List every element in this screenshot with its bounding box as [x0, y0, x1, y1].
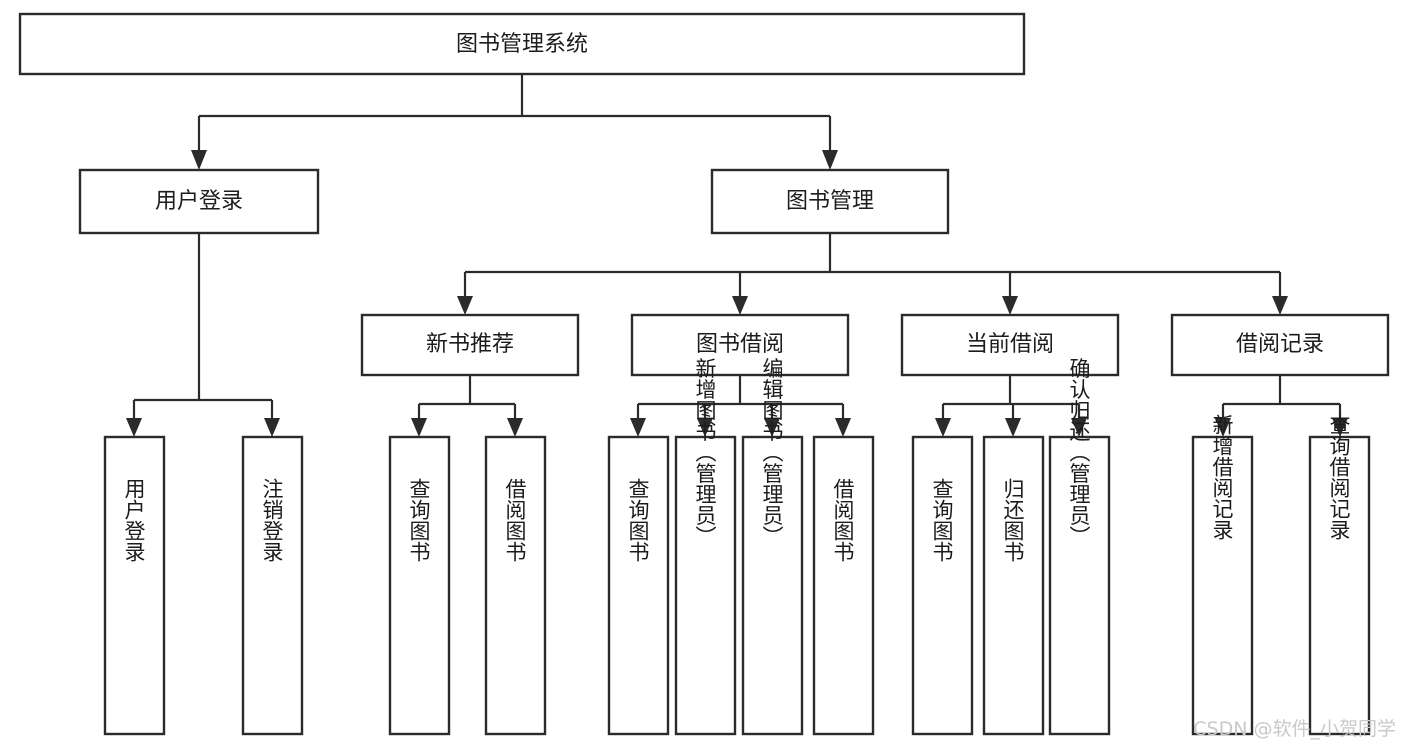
leaf-new-book-query[interactable]: 查询图书 — [388, 435, 451, 736]
leaf-book-borrow-borrow-box[interactable] — [812, 435, 875, 736]
arrow-head-borrow-record-leaf-2 — [1332, 418, 1348, 437]
leaf-new-book-borrow-box[interactable] — [484, 435, 547, 736]
arrow-head-new-book — [457, 296, 473, 315]
leaf-new-book-borrow-label: 借阅图书 — [503, 478, 527, 562]
arrow-head-new-book-leaf-1 — [411, 418, 427, 437]
node-current-borrow-box[interactable] — [900, 313, 1120, 377]
leaf-book-borrow-query[interactable]: 查询图书 — [607, 435, 670, 736]
leaf-current-borrow-return[interactable]: 归还图书 — [982, 435, 1045, 736]
node-new-book-recommend[interactable]: 新书推荐 — [360, 313, 580, 377]
arrow-head-borrow-record — [1272, 296, 1288, 315]
leaf-book-borrow-query-label: 查询图书 — [626, 478, 650, 562]
leaf-current-borrow-query-label: 查询图书 — [930, 478, 954, 562]
node-root-system-box[interactable] — [18, 12, 1026, 76]
leaf-current-borrow-confirm-box[interactable] — [1048, 435, 1111, 736]
arrow-head-book-manage — [822, 150, 838, 170]
arrow-head-book-borrow — [732, 296, 748, 315]
leaf-user-login-login-box[interactable] — [103, 435, 166, 736]
arrow-head-user-login — [191, 150, 207, 170]
leaf-current-borrow-query[interactable]: 查询图书 — [911, 435, 974, 736]
leaf-book-borrow-edit-label: 编辑图书（管理员） — [760, 358, 784, 547]
node-borrow-record-box[interactable] — [1170, 313, 1390, 377]
node-book-manage-label: 图书管理 — [786, 189, 874, 214]
leaf-borrow-record-query[interactable]: 查询借阅记录 — [1308, 414, 1371, 736]
node-book-manage-box[interactable] — [710, 168, 950, 235]
node-root-system[interactable]: 图书管理系统 — [18, 12, 1026, 76]
leaf-book-borrow-borrow[interactable]: 借阅图书 — [812, 435, 875, 736]
arrow-head-user-login-child-1 — [126, 418, 142, 437]
arrow-head-book-borrow-leaf-2 — [697, 418, 713, 437]
node-borrow-record[interactable]: 借阅记录 — [1170, 313, 1390, 377]
leaf-book-borrow-add[interactable]: 新增图书（管理员） — [674, 358, 737, 736]
leaf-user-login-login-label: 用户登录 — [122, 478, 146, 562]
node-borrow-record-label: 借阅记录 — [1236, 332, 1324, 357]
leaf-user-login-logout-box[interactable] — [241, 435, 304, 736]
arrow-head-current-borrow-leaf-2 — [1005, 418, 1021, 437]
leaf-current-borrow-confirm-label: 确认归还（管理员） — [1067, 358, 1091, 547]
leaf-user-login-logout[interactable]: 注销登录 — [241, 435, 304, 736]
node-user-login-box[interactable] — [78, 168, 320, 235]
leaf-current-borrow-return-box[interactable] — [982, 435, 1045, 736]
arrow-head-borrow-record-leaf-1 — [1215, 418, 1231, 437]
leaf-book-borrow-query-box[interactable] — [607, 435, 670, 736]
leaf-borrow-record-add[interactable]: 新增借阅记录 — [1191, 414, 1254, 736]
csdn-watermark: CSDN @软件_小贺同学 — [1193, 718, 1396, 740]
node-current-borrow-label: 当前借阅 — [966, 332, 1054, 357]
node-current-borrow[interactable]: 当前借阅 — [900, 313, 1120, 377]
node-user-login[interactable]: 用户登录 — [78, 168, 320, 235]
leaf-current-borrow-return-label: 归还图书 — [1001, 478, 1025, 562]
leaf-new-book-borrow[interactable]: 借阅图书 — [484, 435, 547, 736]
leaf-new-book-query-label: 查询图书 — [407, 478, 431, 562]
leaf-current-borrow-confirm[interactable]: 确认归还（管理员） — [1048, 358, 1111, 736]
leaf-book-borrow-add-label: 新增图书（管理员） — [693, 358, 717, 547]
arrow-head-user-login-child-2 — [264, 418, 280, 437]
arrow-head-new-book-leaf-2 — [507, 418, 523, 437]
arrow-head-book-borrow-leaf-3 — [764, 418, 780, 437]
leaf-current-borrow-query-box[interactable] — [911, 435, 974, 736]
node-book-borrow[interactable]: 图书借阅 — [630, 313, 850, 377]
node-book-manage[interactable]: 图书管理 — [710, 168, 950, 235]
arrow-head-current-borrow-leaf-1 — [935, 418, 951, 437]
arrow-head-current-borrow-leaf-3 — [1071, 418, 1087, 437]
leaf-borrow-record-add-box[interactable] — [1191, 435, 1254, 736]
node-book-borrow-box[interactable] — [630, 313, 850, 377]
arrow-head-current-borrow — [1002, 296, 1018, 315]
leaf-book-borrow-edit-box[interactable] — [741, 435, 804, 736]
leaf-borrow-record-add-label: 新增借阅记录 — [1210, 414, 1234, 540]
leaf-user-login-login[interactable]: 用户登录 — [103, 435, 166, 736]
leaf-book-borrow-borrow-label: 借阅图书 — [831, 478, 855, 562]
arrow-head-book-borrow-leaf-1 — [630, 418, 646, 437]
node-user-login-label: 用户登录 — [155, 189, 243, 214]
connector-layer — [126, 74, 1348, 437]
node-new-book-recommend-box[interactable] — [360, 313, 580, 377]
leaf-user-login-logout-label: 注销登录 — [260, 478, 284, 562]
leaf-new-book-query-box[interactable] — [388, 435, 451, 736]
node-book-borrow-label: 图书借阅 — [696, 332, 784, 357]
node-new-book-recommend-label: 新书推荐 — [426, 332, 514, 357]
arrow-head-book-borrow-leaf-4 — [835, 418, 851, 437]
leaf-borrow-record-query-label: 查询借阅记录 — [1327, 414, 1351, 540]
node-root-system-label: 图书管理系统 — [456, 32, 588, 57]
leaf-borrow-record-query-box[interactable] — [1308, 435, 1371, 736]
leaf-book-borrow-edit[interactable]: 编辑图书（管理员） — [741, 358, 804, 736]
leaf-book-borrow-add-box[interactable] — [674, 435, 737, 736]
